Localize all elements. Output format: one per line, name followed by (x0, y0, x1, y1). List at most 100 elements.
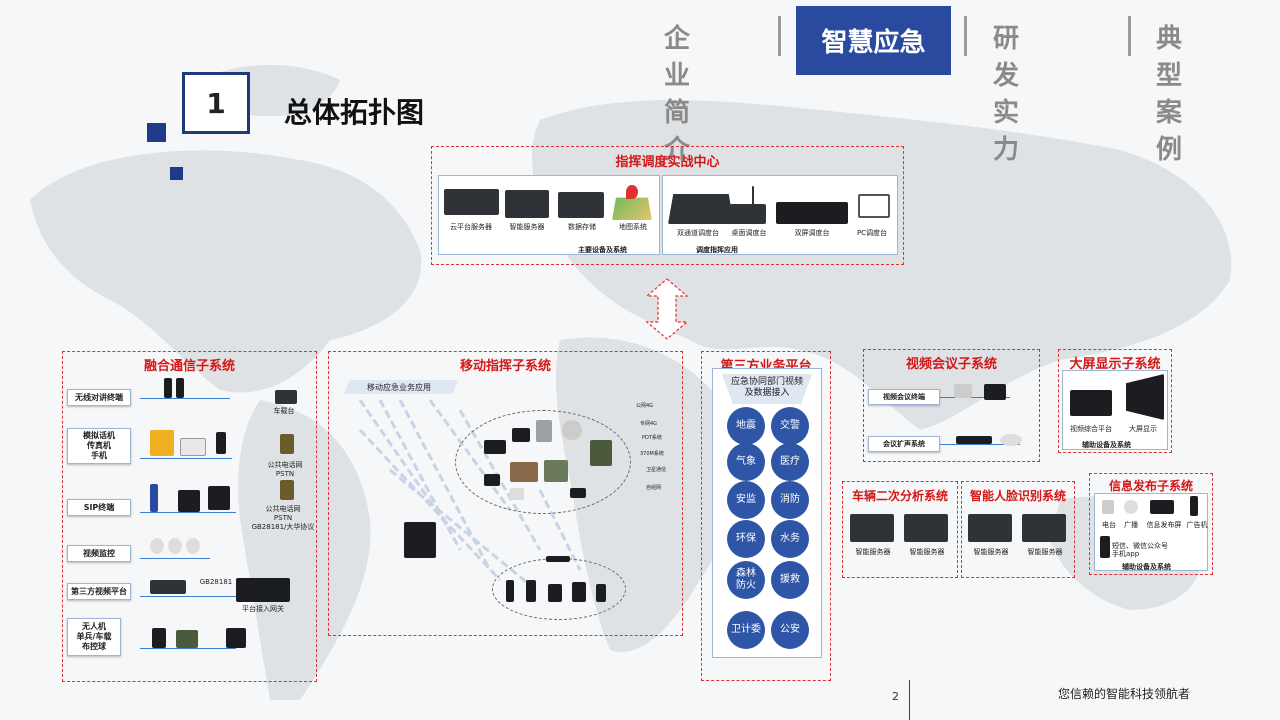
server-icon (444, 189, 499, 215)
dept-circle: 安监 (727, 481, 765, 519)
fusion-row-label: SIP终端 (67, 499, 131, 516)
vehicle-cluster (455, 410, 631, 514)
gateway-icon (280, 434, 294, 454)
device-label: 电台 (1102, 521, 1116, 529)
nav-separator (778, 16, 781, 56)
face-recognition-box (961, 481, 1075, 578)
nav-tab-cases[interactable]: 典型案例 (1156, 24, 1183, 165)
camera-icon (186, 538, 200, 554)
vehicle-radio-icon (275, 390, 297, 404)
gateway-icon (280, 480, 294, 500)
mobile-box (328, 351, 683, 636)
device-label: 智能服务器 (909, 548, 945, 556)
device-label: 信息发布屏 (1146, 521, 1182, 529)
device-label: 广告机 (1186, 521, 1208, 529)
server-icon (850, 514, 894, 542)
link-line (140, 558, 210, 559)
drone-icon (546, 556, 570, 562)
radio-icon (164, 378, 172, 398)
nav-tab-company[interactable]: 企业简介 (664, 24, 691, 165)
portable-command-box-icon (404, 522, 436, 558)
nav-tab-emergency[interactable]: 智慧应急 (796, 6, 951, 75)
nav-tab-rnd[interactable]: 研发实力 (993, 24, 1020, 165)
group-label: 主要设备及系统 (578, 246, 627, 254)
backpack-icon (176, 630, 198, 648)
page-title: 总体拓扑图 (284, 96, 425, 129)
third-party-panel (712, 368, 822, 658)
fusion-box (62, 351, 317, 682)
tripod-icon (596, 584, 606, 602)
dept-circle: 医疗 (771, 443, 809, 481)
conference-terminal-icon (984, 384, 1006, 400)
device-label: 智能服务器 (973, 548, 1009, 556)
video-conf-title: 视频会议子系统 (905, 357, 997, 372)
map-icon (612, 197, 652, 220)
fusion-row-label: 第三方视频平台 (67, 583, 131, 600)
radio-icon (506, 580, 514, 602)
info-release-title: 信息发布子系统 (1108, 479, 1193, 493)
group-label: 调度指挥应用 (696, 246, 738, 254)
vehicle-analysis-title: 车辆二次分析系统 (851, 489, 948, 503)
device-label: 视频综合平台 (1070, 425, 1112, 433)
network-label: 自组网 (646, 485, 662, 491)
case-icon (226, 628, 246, 648)
device-label: 云平台服务器 (450, 223, 492, 231)
dept-circle: 援救 (771, 561, 809, 599)
gateway-server-icon (236, 578, 290, 602)
ad-player-icon (1190, 496, 1198, 516)
link-line (140, 648, 236, 649)
footer-divider (909, 680, 910, 720)
dept-circle: 森林 防火 (727, 561, 765, 599)
network-label: 专网4G (640, 421, 658, 427)
network-label: PDT系统 (642, 435, 662, 441)
desk-phone-icon (730, 204, 766, 224)
microphone-array-icon (956, 436, 992, 444)
vehicle-analysis-box (842, 481, 958, 578)
device-label: 数据存储 (568, 223, 596, 231)
camera-icon (150, 538, 164, 554)
device-label: 大屏显示 (1129, 425, 1157, 433)
info-release-box (1089, 473, 1213, 575)
radio-station-icon (590, 440, 612, 466)
fusion-row-label: 模拟话机 传真机 手机 (67, 428, 131, 464)
tablet-icon (548, 584, 562, 602)
server-icon (505, 190, 549, 218)
laptop-icon (510, 488, 524, 500)
mobile-phone-icon (216, 432, 226, 454)
app-banner-label: 移动应急业务应用 (367, 383, 431, 392)
note-label: 车载台 (273, 407, 295, 415)
satellite-dish-icon (562, 420, 582, 440)
dept-circle: 水务 (771, 520, 809, 558)
conf-row-label: 视频会议终端 (868, 389, 940, 405)
fax-icon (180, 438, 206, 456)
bidirectional-arrow-icon (645, 278, 689, 340)
link-line (940, 397, 1010, 398)
app-banner (344, 380, 458, 394)
server-icon (1022, 514, 1066, 542)
access-banner (722, 374, 812, 404)
video-platform-icon (1070, 390, 1112, 416)
third-party-box (701, 351, 831, 681)
dept-circle: 气象 (727, 443, 765, 481)
map-pin-icon (626, 185, 638, 199)
phone-icon (150, 430, 174, 456)
link-line (140, 512, 236, 513)
microphone-icon (752, 186, 754, 206)
dept-circle: 卫计委 (727, 611, 765, 649)
server-icon (904, 514, 948, 542)
dept-circle: 消防 (771, 481, 809, 519)
dept-circle: 环保 (727, 520, 765, 558)
dual-screen-icon (776, 202, 848, 224)
device-label: 广播 (1124, 521, 1138, 529)
command-vehicle-icon (510, 462, 538, 482)
phone-icon (1100, 536, 1110, 558)
camera-icon (168, 538, 182, 554)
terminal-icon (484, 474, 500, 486)
ip-phone-icon (178, 490, 200, 512)
note-label: 公共电话网 PSTN (267, 461, 303, 478)
radio-icon (176, 378, 184, 398)
network-label: 370M系统 (640, 451, 664, 457)
fusion-row-label: 视频监控 (67, 545, 131, 562)
note-label: 公共电话网 PSTN GB28181/大华协议 (251, 505, 315, 531)
video-conf-box (863, 349, 1040, 462)
